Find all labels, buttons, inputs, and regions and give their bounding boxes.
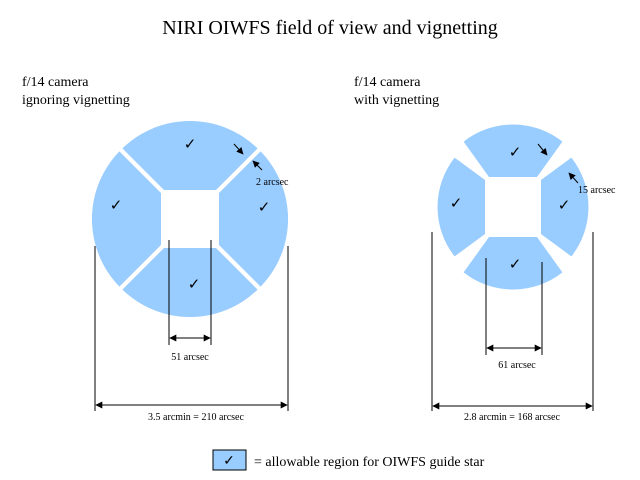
right-gap-arrow-out — [568, 172, 579, 184]
right-check-bottom: ✓ — [509, 257, 522, 273]
legend: ✓ = allowable region for OIWFS guide sta… — [212, 449, 485, 471]
left-panel: f/14 camera ignoring vignetting ✓ ✓ ✓ ✓ … — [22, 75, 289, 423]
right-panel-label-line2: with vignetting — [354, 93, 439, 108]
left-quadrant-top — [122, 120, 258, 190]
right-inner-label: 61 arcsec — [498, 360, 536, 371]
legend-check: ✓ — [223, 454, 235, 469]
right-gap-label: 15 arcsec — [578, 185, 616, 196]
left-check-left: ✓ — [110, 198, 123, 214]
right-quadrant-bottom — [463, 237, 563, 290]
left-check-bottom: ✓ — [188, 277, 201, 293]
right-quadrant-top — [463, 124, 563, 177]
right-panel: f/14 camera with vignetting ✓ ✓ ✓ ✓ 15 a… — [354, 75, 616, 423]
legend-swatch — [212, 449, 247, 471]
left-quadrant-bottom — [122, 248, 258, 318]
left-gap-label: 2 arcsec — [256, 177, 289, 188]
right-check-right: ✓ — [558, 198, 571, 214]
left-quadrant-right — [219, 151, 289, 287]
left-outer-label: 3.5 arcmin = 210 arcsec — [148, 412, 244, 423]
left-check-right: ✓ — [258, 200, 271, 216]
diagram-title: NIRI OIWFS field of view and vignetting — [162, 17, 498, 39]
left-quadrant-left — [91, 151, 161, 287]
left-panel-label-line1: f/14 camera — [22, 75, 89, 90]
right-quadrant-right — [541, 157, 589, 257]
right-check-top: ✓ — [509, 145, 522, 161]
left-field-of-view — [91, 120, 289, 318]
right-gap-arrow-in — [537, 143, 548, 156]
right-quadrant-left — [437, 157, 485, 257]
right-panel-label-line1: f/14 camera — [354, 75, 421, 90]
left-inner-label: 51 arcsec — [171, 352, 209, 363]
left-check-top: ✓ — [184, 137, 197, 153]
right-outer-label: 2.8 arcmin = 168 arcsec — [464, 412, 560, 423]
left-panel-label-line2: ignoring vignetting — [22, 93, 130, 108]
legend-text: = allowable region for OIWFS guide star — [254, 455, 485, 470]
left-gap-arrow-in — [233, 143, 244, 155]
right-check-left: ✓ — [450, 196, 463, 212]
right-field-of-view — [437, 124, 589, 290]
left-gap-arrow-out — [252, 160, 263, 171]
